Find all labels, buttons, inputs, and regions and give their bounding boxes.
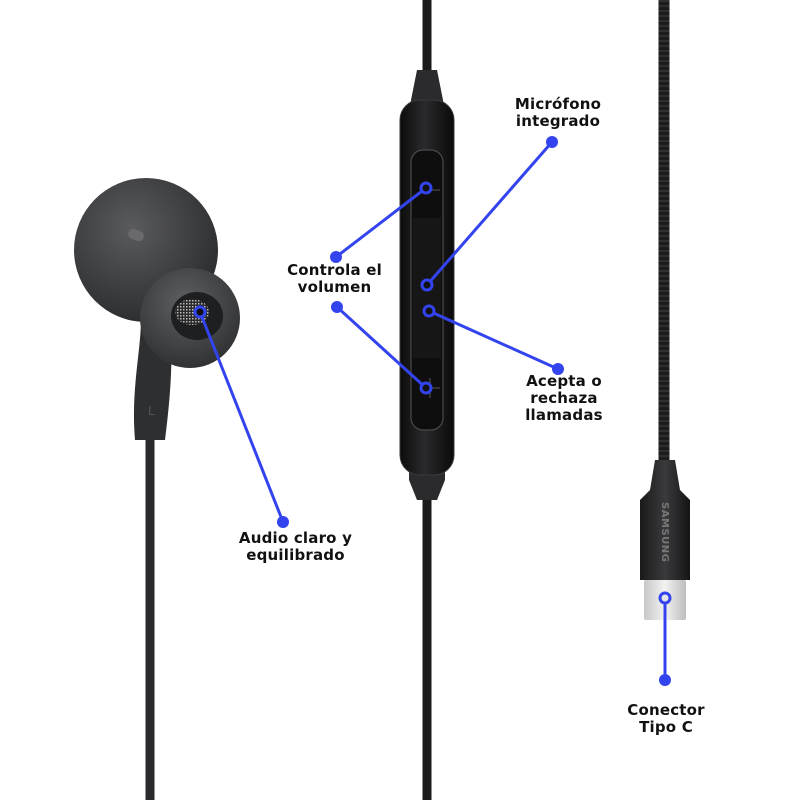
remote-control — [399, 0, 455, 800]
side-marker: L — [148, 404, 155, 418]
callout-lines — [198, 141, 667, 680]
callout-label-connector: Conector Tipo C — [627, 701, 705, 736]
earbud: L — [74, 178, 240, 800]
callout-label-audio: Audio claro y equilibrado — [238, 529, 353, 564]
callout-label-mic: Micrófono integrado — [514, 95, 602, 130]
callout-label-volume: Controla el volumen — [287, 261, 382, 296]
brand-logo: SAMSUNG — [659, 502, 670, 562]
callout-dots — [193, 136, 672, 686]
usb-c-cable: SAMSUNG — [640, 0, 690, 620]
callout-label-calls: Acepta o rechaza llamadas — [525, 372, 603, 424]
